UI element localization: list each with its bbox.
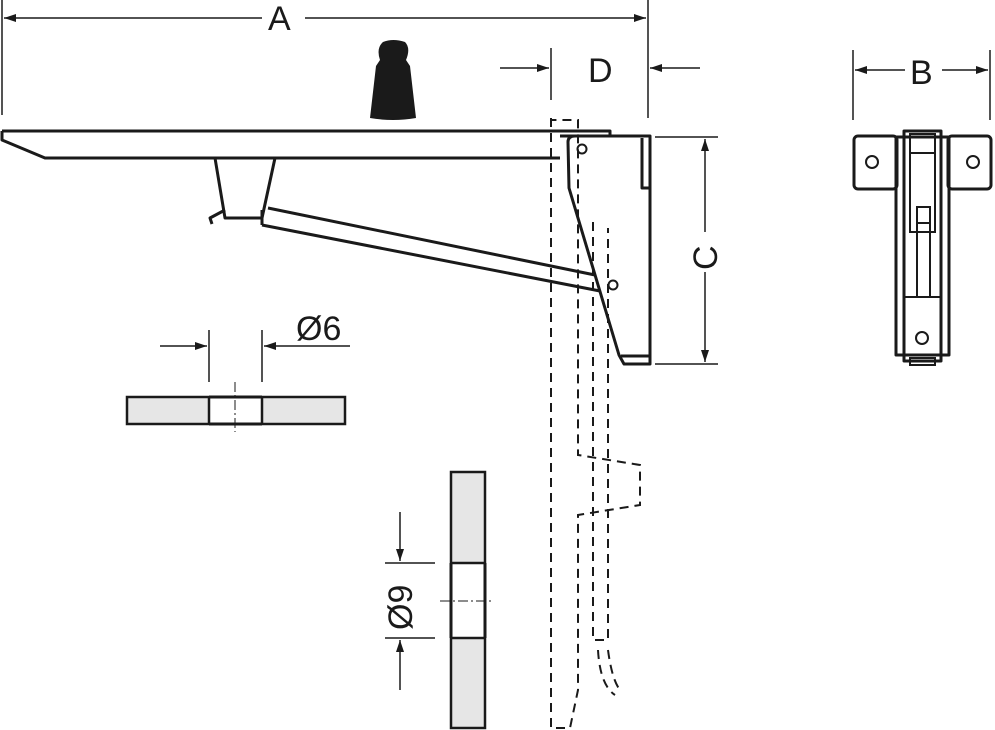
dimension-d: D	[500, 48, 700, 100]
support-arm	[260, 206, 601, 293]
wall-rail-hidden	[550, 118, 641, 729]
dimension-b: B	[852, 50, 991, 120]
hole-9-label: Ø9	[382, 585, 420, 630]
hole-6-label: Ø6	[296, 310, 341, 348]
bracket-front-view	[852, 129, 993, 366]
dimension-c-label: C	[687, 245, 725, 270]
dimension-b-label: B	[910, 54, 933, 92]
weight-icon	[370, 40, 416, 120]
shelf-hanger	[208, 157, 277, 225]
hole-section-9mm: Ø9	[382, 470, 494, 730]
hole-section-6mm: Ø6	[125, 310, 350, 432]
dimension-a: A	[1, 0, 649, 118]
dimension-a-label: A	[268, 0, 291, 38]
dimension-d-label: D	[588, 52, 613, 90]
shelf	[0, 129, 612, 160]
dimension-c: C	[655, 136, 725, 365]
